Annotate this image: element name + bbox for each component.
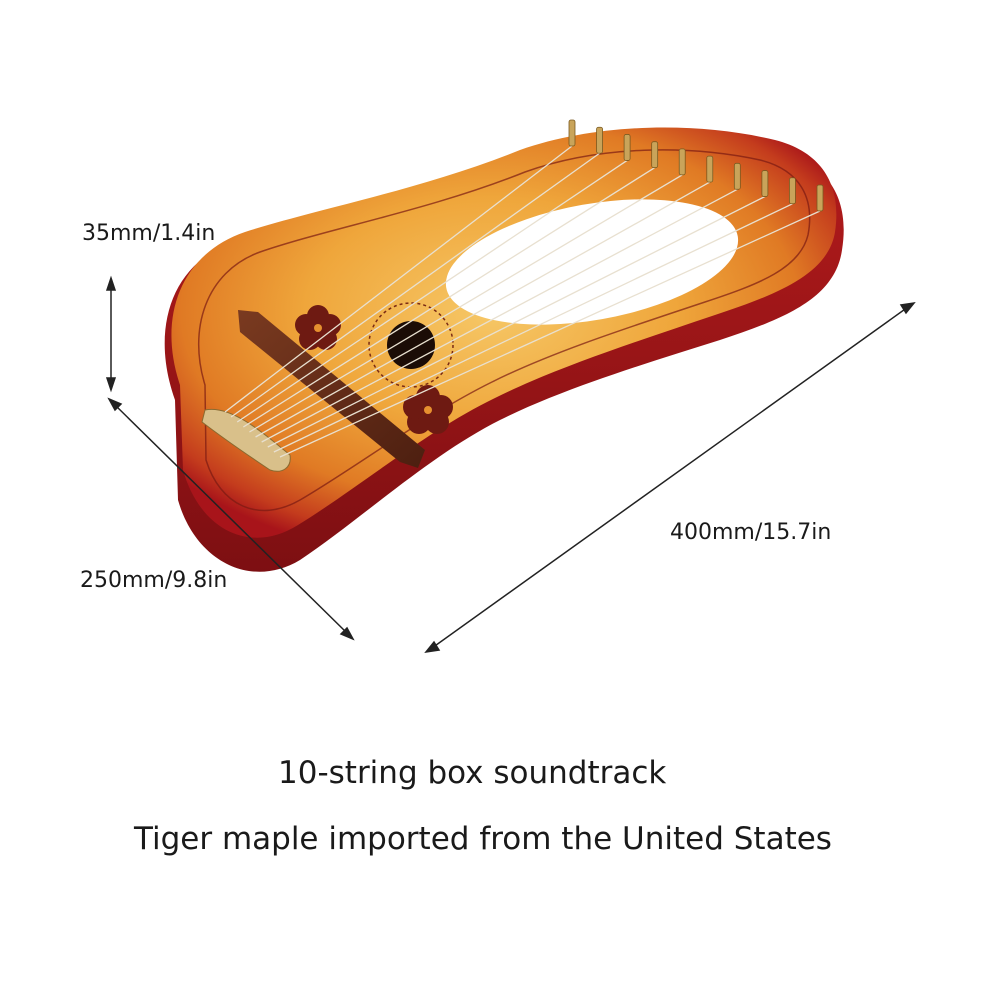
tuning-pin: [678, 148, 686, 176]
resonance-window: [445, 199, 739, 325]
string: [261, 188, 738, 443]
width-dimension-label: 250mm/9.8in: [80, 568, 228, 593]
string: [255, 181, 711, 438]
tuning-pin: [568, 119, 576, 147]
string: [230, 152, 600, 418]
strings: [224, 145, 821, 458]
length-dimension-arrow: [424, 301, 916, 654]
tuning-pin: [651, 141, 659, 169]
height-dimension-label: 35mm/1.4in: [82, 221, 216, 246]
width-dimension-arrow: [107, 397, 355, 641]
length-dimension-label: 400mm/15.7in: [670, 520, 832, 545]
flower-decoration-lower: [403, 385, 453, 434]
sound-hole: [387, 321, 435, 369]
tuning-pin: [623, 134, 631, 161]
body-binding-line: [198, 149, 811, 512]
string: [224, 145, 573, 413]
tuning-pin: [733, 162, 741, 190]
caption-tiger-maple: Tiger maple imported from the United Sta…: [134, 821, 832, 857]
tuning-pin: [596, 126, 603, 154]
string: [279, 210, 821, 458]
string: [236, 159, 628, 423]
tuning-pin: [816, 184, 824, 212]
string: [242, 167, 656, 428]
string: [249, 174, 683, 433]
bridge: [238, 310, 425, 468]
tuning-pin: [761, 170, 769, 197]
string: [267, 195, 766, 448]
rosette-ring: [368, 302, 454, 388]
tuning-pins: [568, 119, 824, 212]
tuning-pin: [706, 155, 714, 183]
tuning-pin: [789, 177, 796, 205]
caption-string-count: 10-string box soundtrack: [278, 755, 667, 791]
flower-decoration-upper: [295, 305, 341, 350]
height-dimension-arrow: [105, 275, 117, 393]
string: [273, 203, 793, 453]
